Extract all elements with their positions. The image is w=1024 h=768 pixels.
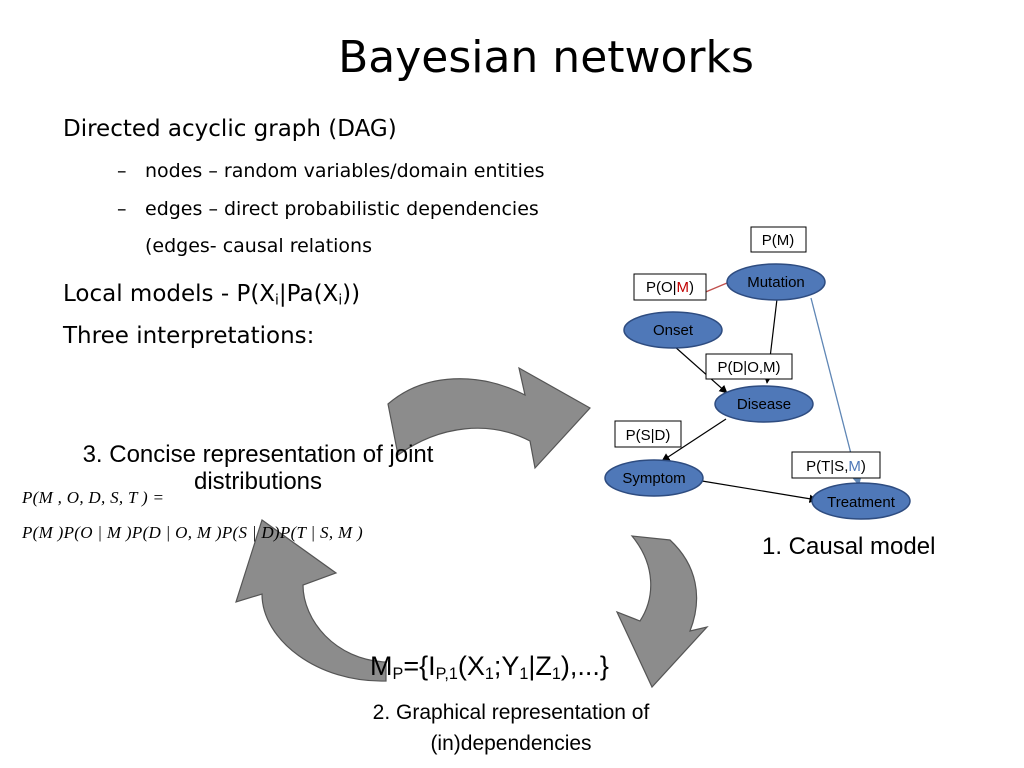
svg-text:P(T|S,M): P(T|S,M) <box>806 458 866 475</box>
cpt-ps: P(S|D) <box>614 420 682 448</box>
node-treatment: Treatment <box>811 482 911 520</box>
node-symptom-label: Symptom <box>622 470 685 487</box>
node-mutation: Mutation <box>726 263 826 301</box>
slide-title: Bayesian networks <box>338 32 754 83</box>
label-concise-representation: 3. Concise representation of joint distr… <box>82 441 434 495</box>
svg-text:P(S|D): P(S|D) <box>626 427 671 444</box>
bullet-local-models: Local models - P(Xi|Pa(Xi)) <box>63 281 361 309</box>
bullet-dag: Directed acyclic graph (DAG) <box>63 116 397 142</box>
cpt-po: P(O|M) <box>633 273 707 301</box>
cpt-pm: P(M) <box>750 226 807 253</box>
bullet-nodes: –nodes – random variables/domain entitie… <box>117 160 545 182</box>
cpt-pd: P(D|O,M) <box>705 353 793 380</box>
edge-disease-symptom <box>661 418 727 462</box>
edge-onset-disease <box>673 345 728 394</box>
node-symptom: Symptom <box>604 459 704 497</box>
cycle-arrow-top <box>387 366 591 470</box>
bullet-edges-text: edges – direct probabilistic dependencie… <box>145 198 539 220</box>
edge-symptom-treatment <box>701 480 818 503</box>
formula-joint-line2: P(M )P(O | M )P(D | O, M )P(S | D)P(T | … <box>22 523 363 542</box>
bullet-nodes-text: nodes – random variables/domain entities <box>145 160 545 182</box>
node-disease: Disease <box>714 385 814 423</box>
cycle-arrow-right <box>615 535 709 689</box>
independence-set: MP={IP,1(X1;Y1|Z1),...} <box>370 651 609 684</box>
node-onset: Onset <box>623 311 723 349</box>
node-onset-label: Onset <box>653 322 694 339</box>
bullet-three-interpretations: Three interpretations: <box>63 323 315 349</box>
svg-text:P(M): P(M) <box>762 232 795 249</box>
node-mutation-label: Mutation <box>747 274 805 291</box>
bullet-edges-continuation: (edges- causal relations <box>145 235 372 257</box>
label-graphical-representation: 2. Graphical representation of (in)depen… <box>372 701 650 755</box>
svg-text:P(O|M): P(O|M) <box>646 279 694 296</box>
node-disease-label: Disease <box>737 396 791 413</box>
cpt-pt: P(T|S,M) <box>791 451 881 479</box>
formula-joint-line1: P(M , O, D, S, T ) = <box>22 488 165 507</box>
cycle-arrow-left <box>235 519 387 682</box>
svg-text:P(D|O,M): P(D|O,M) <box>717 359 780 376</box>
label-causal-model: 1. Causal model <box>762 533 936 560</box>
bullet-edges: –edges – direct probabilistic dependenci… <box>117 198 539 220</box>
node-treatment-label: Treatment <box>827 494 896 511</box>
